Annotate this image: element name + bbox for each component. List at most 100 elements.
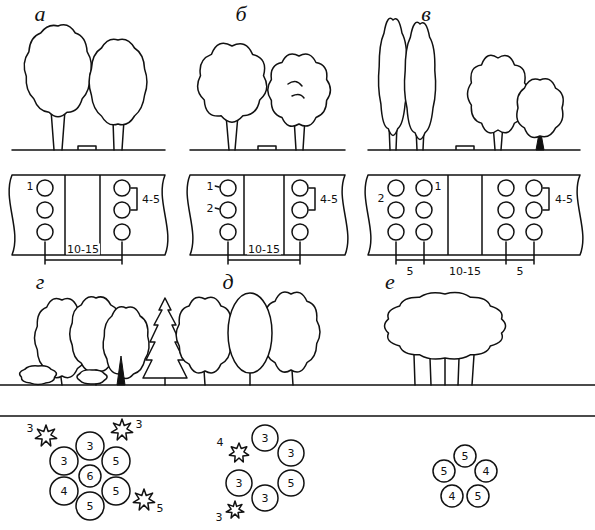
- callout-number: 5: [406, 266, 415, 277]
- callout-number: 5: [440, 466, 449, 477]
- ground-line: [12, 146, 165, 150]
- tree-crown: [268, 54, 331, 126]
- conifer-symbol: [35, 425, 56, 446]
- tree-circle: [37, 224, 53, 240]
- tree-circle: [252, 425, 278, 451]
- tree-circle: [220, 224, 236, 240]
- callout-number: 5: [112, 456, 121, 467]
- callout-number: 3: [261, 433, 270, 444]
- callout-number: 3: [135, 419, 144, 430]
- shrub: [20, 366, 57, 385]
- tree-circle: [416, 224, 432, 240]
- conifer-symbol: [133, 489, 154, 510]
- callout-number: 4: [60, 486, 69, 497]
- scheme-letter: в: [421, 3, 431, 25]
- tree-circle: [278, 440, 304, 466]
- tree-circle: [498, 180, 514, 196]
- dimension-line: [45, 242, 122, 264]
- tree-circle: [454, 445, 476, 467]
- callout-number: 3: [86, 441, 95, 452]
- plan-group-d: [35, 419, 154, 520]
- tree-circle: [498, 202, 514, 218]
- callout-number: 5: [287, 478, 296, 489]
- street-band: [9, 175, 168, 255]
- tree-circle: [278, 470, 304, 496]
- scheme-letter: е: [385, 271, 395, 293]
- tree-crown: [404, 22, 435, 139]
- plan-group-e: [226, 425, 304, 518]
- tree-circle: [114, 202, 130, 218]
- dimension-line: [396, 242, 534, 264]
- tree-crown: [89, 39, 147, 125]
- plan-c: [365, 175, 583, 264]
- callout-number: 4: [482, 466, 491, 477]
- shrub: [77, 370, 107, 384]
- callout-number: 3: [261, 493, 270, 504]
- tree-circle: [114, 224, 130, 240]
- tree-crown: [198, 43, 267, 122]
- tree-circle: [226, 470, 252, 496]
- leader-line: [215, 186, 219, 209]
- callout-number: 10-15: [247, 244, 281, 255]
- tree-circle: [252, 485, 278, 511]
- tree-circle: [50, 477, 78, 505]
- tree-group-c: [368, 18, 580, 150]
- callout-number: 4-5: [554, 194, 574, 205]
- tree-crown: [517, 79, 564, 138]
- shrub-symbol: [226, 501, 244, 518]
- tree-circle: [76, 492, 104, 520]
- ground-line: [190, 146, 345, 150]
- tree-circle: [76, 432, 104, 460]
- tree-group-b: [190, 43, 345, 150]
- tree-circle: [292, 180, 308, 196]
- callout-number: 5: [156, 503, 165, 514]
- tree-circle: [475, 460, 497, 482]
- ground-line: [0, 385, 595, 416]
- tree-group-d: [20, 297, 187, 385]
- tree-crown: [103, 307, 149, 379]
- callout-number: 2: [377, 193, 386, 204]
- callout-number: 5: [461, 451, 470, 462]
- scheme-letter: г: [36, 271, 45, 293]
- conifer-symbol: [111, 419, 132, 440]
- callout-number: 3: [235, 478, 244, 489]
- callout-number: 2: [206, 203, 215, 214]
- callout-number: 5: [516, 266, 525, 277]
- tree-circle: [416, 202, 432, 218]
- callout-number: 10-15: [66, 244, 100, 255]
- tree-circle: [220, 180, 236, 196]
- callout-number: 1: [26, 181, 35, 192]
- tree-group-a: [12, 25, 165, 150]
- street-band: [365, 175, 583, 255]
- tree-circle: [102, 447, 130, 475]
- tree-trunk: [164, 378, 166, 385]
- tree-circle: [292, 224, 308, 240]
- tree-crown: [24, 25, 91, 117]
- callout-number: 5: [112, 486, 121, 497]
- ground-line: [368, 146, 580, 150]
- columnar-tree: [228, 293, 272, 373]
- plan-group-f: [433, 445, 497, 507]
- plan-a: [9, 175, 168, 264]
- tree-circle: [526, 180, 542, 196]
- street-band: [187, 175, 348, 255]
- callout-number: 4: [448, 491, 457, 502]
- tree-circle: [441, 485, 463, 507]
- callout-number: 4-5: [141, 194, 161, 205]
- tree-circle: [498, 224, 514, 240]
- callout-number: 10-15: [448, 266, 482, 277]
- tree-circle: [388, 202, 404, 218]
- tree-group-e: [176, 292, 320, 385]
- callout-number: 1: [434, 181, 443, 192]
- spacing-bracket: [131, 188, 137, 210]
- tree-circle: [220, 202, 236, 218]
- dimension-line: [228, 242, 300, 264]
- scheme-letter: б: [235, 3, 246, 25]
- tree-circle: [292, 202, 308, 218]
- tree-crown: [385, 293, 506, 359]
- callout-number: 5: [474, 491, 483, 502]
- plan-b: [187, 175, 348, 264]
- tree-circle: [416, 180, 432, 196]
- tree-circle: [114, 180, 130, 196]
- crown-detail: [288, 81, 304, 98]
